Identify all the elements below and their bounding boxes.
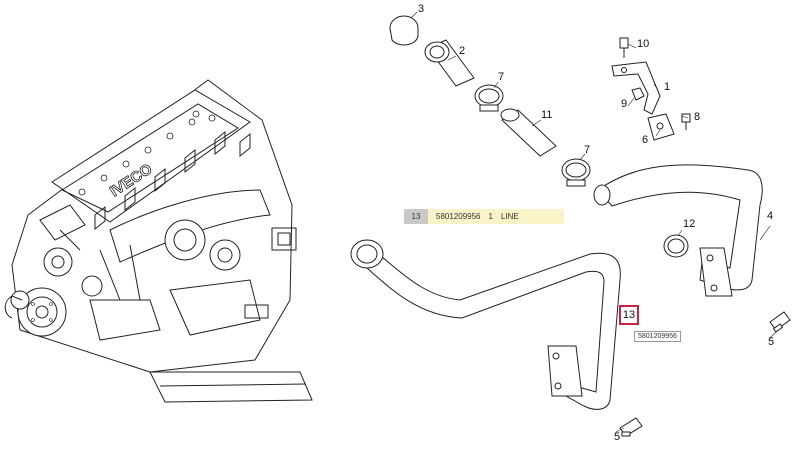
callout-1: 1 — [664, 81, 671, 93]
part-3-cap — [389, 15, 419, 46]
part-1-bracket — [611, 61, 661, 115]
callout-4: 4 — [767, 210, 774, 222]
part-2-coupling — [424, 39, 475, 87]
part-7-clamp-b — [561, 158, 591, 187]
part-info-row[interactable]: 13 5801209956 1 LINE — [404, 209, 564, 224]
part-number-tooltip: 5801209956 — [634, 331, 681, 342]
callout-12: 12 — [683, 218, 696, 230]
part-5-bolt-a — [769, 311, 791, 333]
part-12-seal-ring — [663, 234, 689, 258]
part-11-hose — [500, 108, 557, 157]
part-7-clamp-a — [474, 84, 504, 112]
callout-11: 11 — [541, 109, 553, 121]
callout-10: 10 — [637, 38, 650, 50]
callout-9: 9 — [621, 98, 628, 110]
part-description-cell: LINE — [500, 212, 519, 221]
leader-lines — [410, 11, 779, 433]
part-6-clip — [647, 113, 675, 141]
part-10-screw — [619, 37, 629, 58]
part-5-bolt-b — [619, 417, 643, 437]
part-8-screw — [681, 113, 691, 130]
callout-6: 6 — [642, 134, 649, 146]
callout-2: 2 — [459, 45, 466, 57]
callout-3: 3 — [418, 3, 425, 15]
part-number-cell: 5801209956 — [436, 212, 481, 221]
callout-5-bottom: 5 — [614, 431, 621, 443]
part-9-nut — [631, 87, 645, 101]
parts-exploded-view — [350, 15, 791, 437]
part-ref-cell: 13 — [404, 209, 428, 224]
part-quantity-cell: 1 — [488, 212, 493, 221]
callout-5-right: 5 — [768, 336, 775, 348]
callout-8: 8 — [694, 111, 701, 123]
callout-7-upper: 7 — [498, 71, 505, 83]
part-13-line — [350, 239, 621, 410]
part-4-pipe — [593, 164, 763, 297]
callout-7-lower: 7 — [584, 144, 591, 156]
engine-illustration — [4, 79, 313, 403]
callout-13-highlighted[interactable]: 13 — [619, 305, 639, 325]
